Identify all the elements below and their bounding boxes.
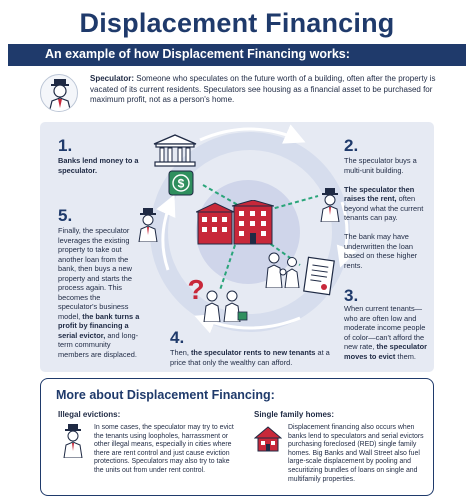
- money-icon: $: [168, 170, 194, 196]
- more-info-box: [40, 378, 434, 496]
- more-info-title: More about Displacement Financing:: [56, 388, 275, 402]
- speculator-definition-text: Someone who speculates on the future wor…: [90, 74, 436, 104]
- single-family-heading: Single family homes:: [254, 410, 335, 419]
- lease-document-icon: [303, 256, 335, 296]
- speculator-icon: [40, 74, 78, 112]
- speculator-term: Speculator:: [90, 74, 135, 83]
- page-title: Displacement Financing: [79, 8, 395, 38]
- tenant-icon: [203, 290, 248, 322]
- family-icon: [265, 252, 300, 288]
- speculator-small-icon: [63, 424, 83, 458]
- step-4-text: Then, the speculator rents to new tenant…: [170, 348, 330, 367]
- step-2-number: 2.: [344, 136, 359, 155]
- step-3-number: 3.: [344, 286, 359, 305]
- step-5-number: 5.: [58, 206, 73, 225]
- svg-text:?: ?: [187, 274, 204, 304]
- red-building-icon: [196, 200, 274, 245]
- step-5-text: Finally, the speculator leverages the ex…: [58, 226, 140, 359]
- question-mark-icon: ?: [187, 274, 204, 304]
- speculator-figure-right: [320, 188, 340, 222]
- speculator-definition: Speculator: Someone who speculates on th…: [40, 74, 450, 112]
- step-1-text: Banks lend money to a speculator.: [58, 156, 139, 175]
- house-icon: [254, 426, 282, 452]
- step-3-text: When current tenants—who are often low a…: [344, 304, 427, 361]
- step-1-number: 1.: [58, 136, 73, 155]
- illegal-evictions-heading: Illegal evictions:: [58, 410, 121, 419]
- subtitle-banner: An example of how Displacement Financing…: [8, 44, 466, 66]
- speculator-figure-left: [138, 208, 158, 242]
- svg-text:$: $: [178, 177, 185, 191]
- step-2-text: The speculator buys a multi-unit buildin…: [344, 156, 424, 270]
- bank-icon: [153, 134, 197, 167]
- step-4-number: 4.: [170, 328, 185, 347]
- single-family-text: Displacement financing also occurs when …: [288, 424, 424, 483]
- illegal-evictions-text: In some cases, the speculator may try to…: [94, 424, 234, 474]
